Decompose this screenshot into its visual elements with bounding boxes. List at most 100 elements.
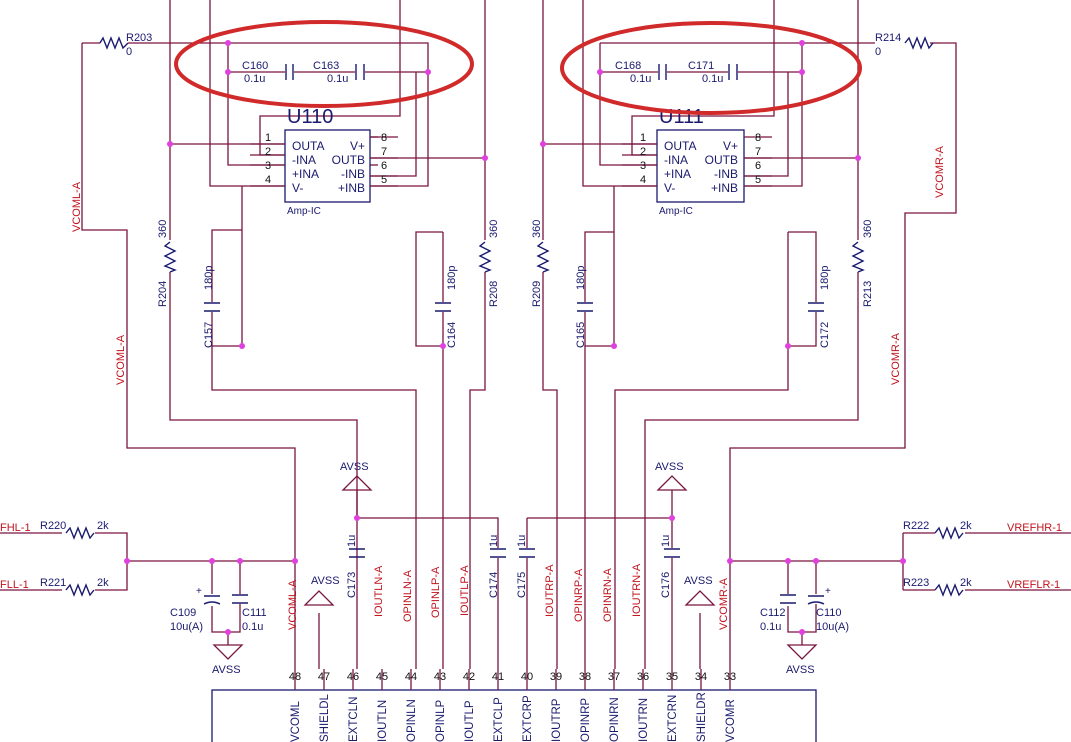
svg-text:0.1u: 0.1u [327, 73, 348, 85]
connector-pin-name-opinln: OPINLN [406, 699, 418, 742]
connector-pin-name-opinlp: OPINLP [435, 699, 447, 742]
svg-text:AVSS: AVSS [655, 461, 684, 473]
connector-pin-number-43: 43 [434, 671, 446, 683]
svg-text:C175: C175 [516, 572, 528, 598]
svg-text:AVSS: AVSS [311, 575, 340, 587]
connector-pin-number-48: 48 [289, 671, 301, 683]
svg-text:C110: C110 [816, 607, 841, 619]
net-vcomr-a-mid: VCOMR-A [890, 332, 902, 385]
svg-text:R221: R221 [40, 577, 66, 589]
svg-text:AVSS: AVSS [212, 664, 241, 676]
svg-text:AVSS: AVSS [786, 664, 815, 676]
net-vreflr: VREFLR-1 [1007, 579, 1060, 591]
chip-u110: U110 Amp-IC OUTA -INA +INA V- V+ OUTB -I… [250, 106, 398, 217]
u110-pin6-name: -INB [341, 167, 365, 181]
capacitor-c157: 180p C157 [203, 266, 220, 348]
net-opinrn-a: OPINRN-A [602, 568, 614, 622]
svg-text:C168: C168 [615, 60, 641, 72]
svg-text:180p: 180p [446, 266, 458, 290]
u110-pin2-num: 2 [265, 146, 271, 158]
svg-text:0.1u: 0.1u [242, 621, 263, 633]
net-opinln-a: OPINLN-A [402, 569, 414, 622]
svg-text:C171: C171 [688, 60, 714, 72]
u110-pin3-name: +INA [292, 167, 319, 181]
connector-pin-name-vcoml: VCOML [290, 701, 302, 742]
connector-pin-name-ioutln: IOUTLN [377, 700, 389, 742]
u111-pin8-num: 8 [755, 132, 761, 144]
connector-pin-name-opinrp: OPINRP [580, 698, 592, 742]
u111-pin1-name: OUTA [664, 139, 696, 153]
svg-text:R222: R222 [903, 520, 929, 532]
svg-text:2k: 2k [97, 520, 109, 532]
net-opinrp-a: OPINRP-A [573, 568, 585, 622]
net-labels: VCOML-A VCOML-A VCOML-A VCOMR-A VCOMR-A … [0, 145, 1062, 630]
wires-left [0, 0, 499, 669]
svg-text:C173: C173 [346, 572, 358, 598]
svg-text:C112: C112 [760, 607, 785, 619]
svg-text:180p: 180p [575, 266, 587, 290]
svg-text:360: 360 [157, 220, 169, 238]
capacitor-c112: C112 0.1u [760, 594, 796, 633]
u110-pin5-num: 5 [381, 174, 387, 186]
svg-text:R223: R223 [903, 577, 929, 589]
u110-pin7-num: 7 [381, 146, 387, 158]
net-ioutrn-a: IOUTRN-A [631, 563, 643, 617]
svg-text:R213: R213 [862, 281, 874, 307]
avss-symbol-top-left: AVSS [340, 461, 373, 518]
svg-text:0: 0 [126, 46, 132, 58]
svg-text:0.1u: 0.1u [244, 73, 265, 85]
u111-pin7-num: 7 [755, 146, 761, 158]
u111-pin3-name: +INA [664, 167, 691, 181]
capacitor-c172: 180p C172 [808, 266, 831, 348]
u110-pin8-num: 8 [381, 132, 387, 144]
connector-pin-number-39: 39 [550, 671, 562, 683]
connector-pin-number-46: 46 [347, 671, 359, 683]
capacitor-c171: C171 0.1u [688, 60, 738, 85]
svg-text:1u: 1u [346, 535, 358, 547]
svg-text:10u(A): 10u(A) [816, 621, 849, 633]
u111-pin4-num: 4 [640, 174, 646, 186]
svg-text:C164: C164 [446, 322, 458, 348]
connector-block: 48VCOML47SHIELDL46EXTCLN45IOUTLN44OPINLN… [211, 669, 817, 742]
svg-text:2k: 2k [97, 577, 109, 589]
connector-pin-number-37: 37 [608, 671, 620, 683]
net-ioutlp-a: IOUTLP-A [459, 565, 471, 616]
svg-text:R204: R204 [157, 281, 169, 307]
svg-text:2k: 2k [960, 520, 972, 532]
net-vcoml-a-mid: VCOML-A [115, 334, 127, 385]
resistor-r214: R214 0 [875, 32, 934, 58]
svg-text:2k: 2k [960, 577, 972, 589]
net-vrefll: FLL-1 [0, 579, 29, 591]
u111-pin6-num: 6 [755, 160, 761, 172]
u110-pin4-name: V- [292, 181, 303, 195]
u111-pin3-num: 3 [640, 160, 646, 172]
connector-pin-number-33: 33 [724, 671, 736, 683]
capacitor-c173: 1u C173 [346, 535, 365, 598]
connector-pin-number-41: 41 [492, 671, 504, 683]
u111-pin1-num: 1 [640, 132, 646, 144]
capacitor-c163: C163 0.1u [313, 60, 365, 85]
svg-text:AVSS: AVSS [340, 461, 369, 473]
u110-pin5-name: +INB [338, 181, 365, 195]
chip-u110-type: Amp-IC [287, 206, 321, 217]
resistor-r223: R223 2k [903, 577, 972, 597]
avss-symbol-filter-left: AVSS [212, 644, 244, 676]
connector-pin-number-40: 40 [521, 671, 533, 683]
capacitor-c176: 1u C176 [660, 535, 680, 598]
connector-pin-number-35: 35 [666, 671, 678, 683]
u110-pin6-num: 6 [381, 160, 387, 172]
junction-dots [124, 40, 906, 635]
capacitor-c165: 180p C165 [575, 266, 593, 348]
avss-symbol-shield-left: AVSS [303, 575, 340, 606]
u111-pin6-name: -INB [714, 167, 738, 181]
resistor-r209: 360 R209 [531, 220, 550, 307]
resistor-r213: 360 R213 [851, 220, 874, 307]
wires-right [526, 0, 1071, 669]
net-ioutrp-a: IOUTRP-A [544, 564, 556, 617]
svg-text:1u: 1u [516, 535, 528, 547]
svg-text:0.1u: 0.1u [630, 73, 651, 85]
svg-text:C163: C163 [313, 60, 339, 72]
highlight-ellipse-left [174, 20, 474, 108]
connector-pin-number-42: 42 [463, 671, 475, 683]
